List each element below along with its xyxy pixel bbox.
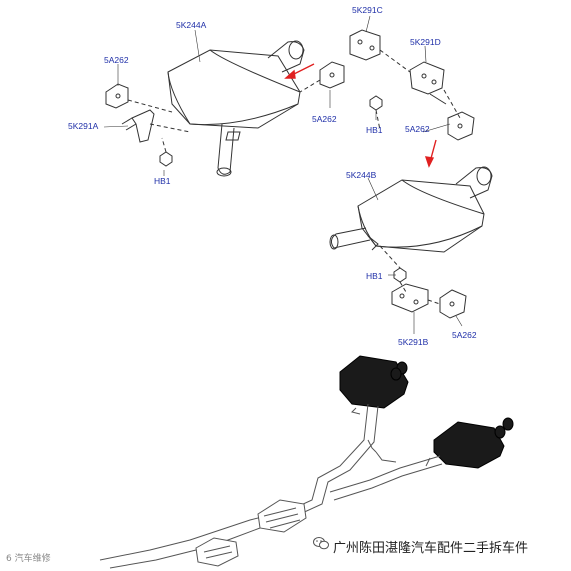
red-arrows [284,63,437,168]
label-5a262-lower: 5A262 [452,330,477,340]
label-hb1-center: HB1 [366,125,383,135]
label-5k291b: 5K291B [398,337,429,347]
label-hb1-lower: HB1 [366,271,383,281]
label-5k244b: 5K244B [346,170,377,180]
label-5k291a: 5K291A [68,121,99,131]
isolator-5a262-left [105,83,129,109]
muffler-5k244a [167,40,305,177]
label-5k291c: 5K291C [352,5,383,15]
label-5a262-center: 5A262 [312,114,337,124]
muffler-5k244b [329,166,493,253]
label-5k244a: 5K244A [176,20,207,30]
label-hb1-left: HB1 [154,176,171,186]
label-5k291d: 5K291D [410,37,441,47]
bracket-5k291a [121,109,155,143]
bracket-5k291c [349,29,381,61]
isolator-5a262-lower [439,289,467,319]
bolt-hb1-center [369,95,383,111]
highlight-muffler-upper [339,355,409,409]
footer-caption: 广州陈田湛隆汽车配件二手拆车件 [333,541,529,556]
highlight-muffler-lower [433,421,505,469]
assembly-lines [127,49,461,305]
bracket-5k291d [409,61,447,105]
wechat-icon [313,537,329,550]
exhaust-system-overview [99,355,514,569]
bolt-hb1-left [159,151,173,167]
leader-lines [103,15,463,334]
label-5a262-right: 5A262 [405,124,430,134]
watermark: 6 汽车维修 [6,554,51,564]
isolator-5a262-right [447,111,475,141]
isolator-5a262-center [319,61,345,89]
label-5a262-left: 5A262 [104,55,129,65]
bracket-5k291b [391,283,429,313]
